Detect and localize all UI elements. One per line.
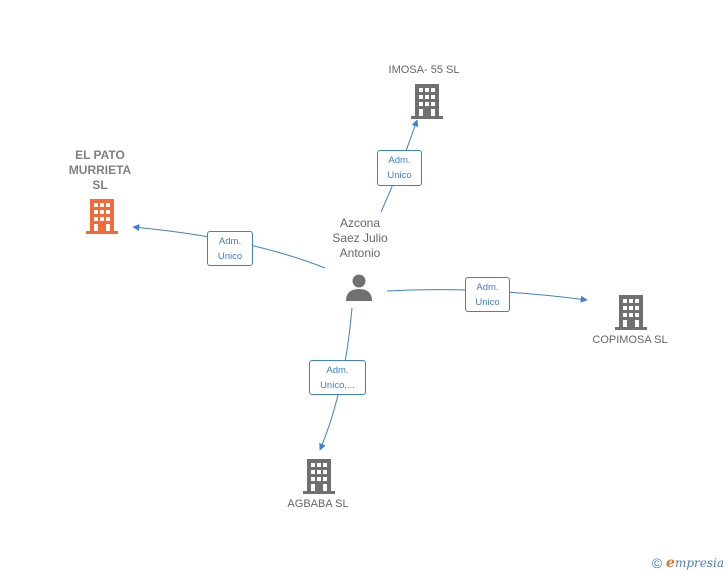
brand-logo: empresia [666, 555, 724, 571]
copyright-symbol: © [651, 555, 663, 571]
person-icon[interactable] [343, 272, 375, 302]
company-name-el-pato[interactable]: EL PATO MURRIETA SL [68, 148, 132, 192]
company-name-imosa[interactable]: IMOSA- 55 SL [388, 64, 460, 76]
building-icon[interactable] [411, 83, 443, 119]
relation-box-el-pato[interactable]: Adm. Unico [207, 231, 253, 266]
building-icon[interactable] [86, 198, 118, 234]
footer-brand: © empresia [652, 555, 724, 571]
person-name[interactable]: Azcona Saez Julio Antonio [332, 216, 388, 260]
relation-box-copimosa[interactable]: Adm. Unico [465, 277, 510, 312]
relation-box-imosa[interactable]: Adm. Unico [377, 150, 422, 186]
company-name-copimosa[interactable]: COPIMOSA SL [592, 334, 668, 346]
relation-box-agbaba[interactable]: Adm. Unico,... [309, 360, 366, 395]
building-icon[interactable] [615, 294, 647, 330]
company-name-agbaba[interactable]: AGBABA SL [287, 498, 349, 510]
building-icon[interactable] [303, 458, 335, 494]
